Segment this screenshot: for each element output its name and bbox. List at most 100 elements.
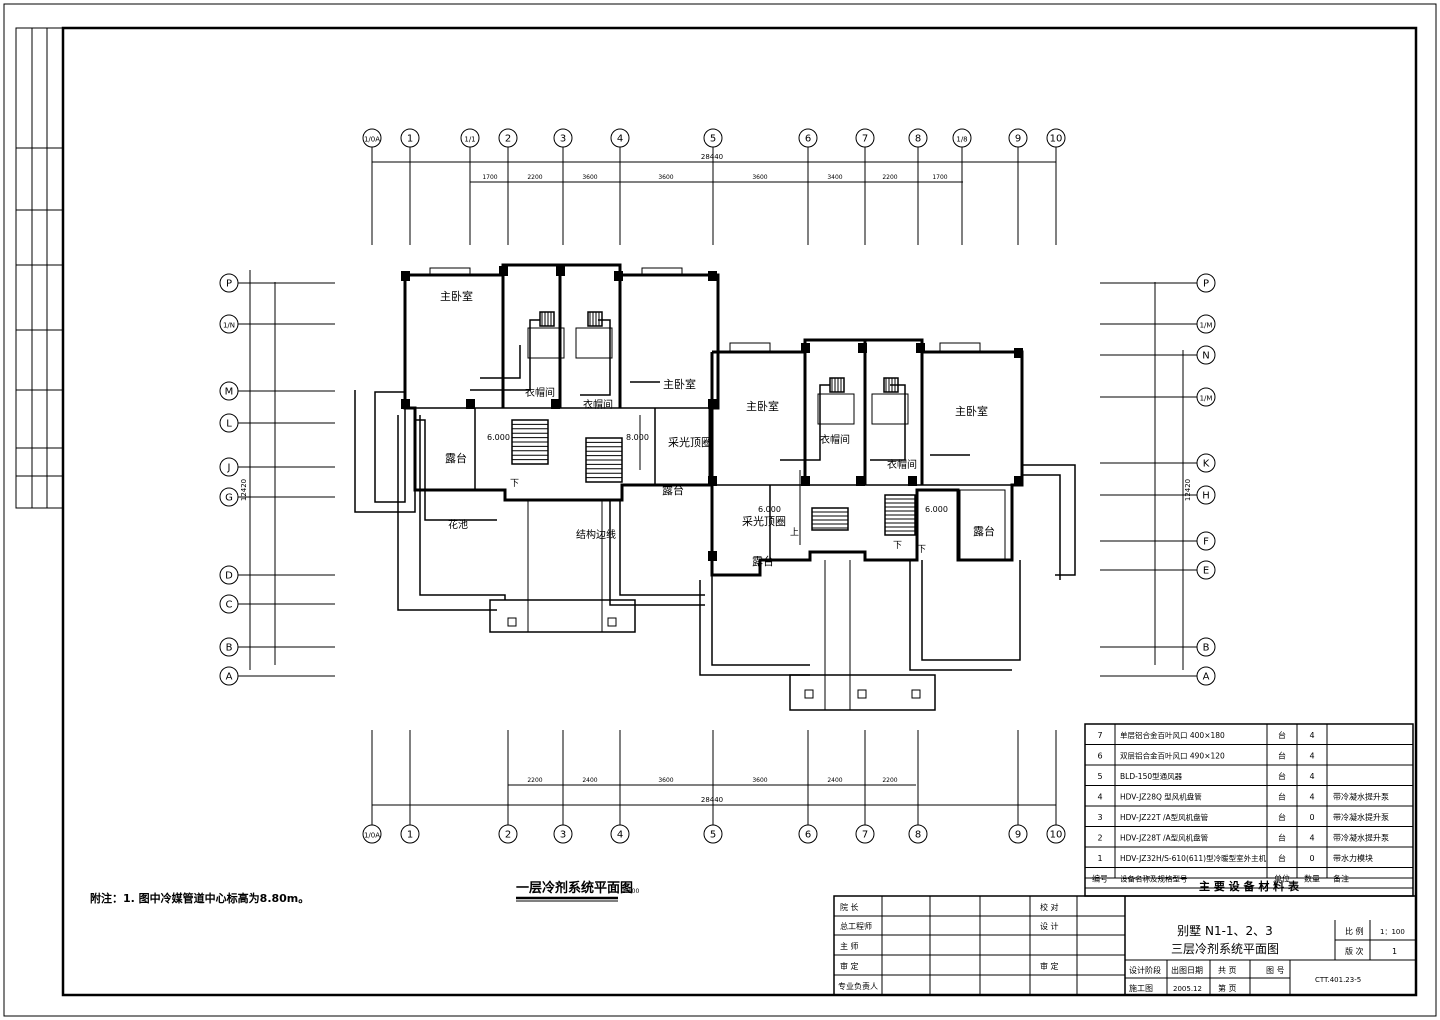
axis-bubble-bottom-label: 4 <box>617 830 623 841</box>
level-mark: 6.000 <box>758 505 781 514</box>
tb-label: 设 计 <box>1040 921 1059 931</box>
axis-bubble-top-label: 6 <box>805 134 811 145</box>
equipment-cell: 带冷凝水提升泵 <box>1333 812 1389 822</box>
equipment-header-cell: 数量 <box>1304 874 1320 884</box>
right-total-dim: 12420 <box>1184 479 1192 501</box>
axis-bubble-top-label: 4 <box>617 134 623 145</box>
column <box>856 476 865 486</box>
axis-bubble-bottom: 3 <box>553 824 573 844</box>
dim-segment: 2200 <box>882 777 897 784</box>
equipment-cell: 4 <box>1309 772 1314 781</box>
equipment-cell: 台 <box>1278 771 1286 781</box>
axis-bubble-right-label: E <box>1203 566 1209 577</box>
axis-bubble-left-label: B <box>226 643 233 654</box>
axis-bubble-bottom: 9 <box>1008 824 1028 844</box>
axis-bubble-top: 8 <box>908 128 928 148</box>
dim-segment: 3600 <box>658 777 673 784</box>
stair-down: 下 <box>893 541 902 551</box>
equipment-cell: 台 <box>1278 751 1286 761</box>
axis-bubble-left-label: A <box>226 672 233 683</box>
tb-label: 设计阶段 <box>1129 965 1161 975</box>
equipment-cell: 台 <box>1278 730 1286 740</box>
dim-segment: 3600 <box>658 174 673 181</box>
equipment-cell: 带冷凝水提升泵 <box>1333 833 1389 843</box>
axis-bubble-top-label: 10 <box>1050 134 1063 145</box>
axis-bubble-bottom-label: 1 <box>407 830 413 841</box>
axis-bubble-top-label: 1/1 <box>464 136 475 144</box>
axis-bubble-top-label: 7 <box>862 134 868 145</box>
room-master-bedroom: 主卧室 <box>440 289 473 303</box>
axis-bubble-top: 1/1 <box>460 128 480 148</box>
equipment-cell: 2 <box>1097 834 1102 843</box>
tb-label: 图 号 <box>1266 966 1285 975</box>
column <box>556 266 565 276</box>
axis-bubble-top: 7 <box>855 128 875 148</box>
room-cloakroom: 衣帽间 <box>525 386 555 399</box>
room-terrace: 露台 <box>973 524 995 538</box>
axis-bubble-right-label: 1/M <box>1200 322 1213 330</box>
dim-segment: 2200 <box>527 174 542 181</box>
column <box>401 271 410 281</box>
structural-columns <box>401 266 1023 561</box>
axis-bubble-left-label: C <box>226 600 233 611</box>
axis-bubble-left: C <box>219 594 239 614</box>
axis-bubble-top-label: 9 <box>1015 134 1021 145</box>
tb-label: 出图日期 <box>1171 965 1203 975</box>
column <box>708 551 717 561</box>
equipment-cell: 台 <box>1278 833 1286 843</box>
equipment-cell: 4 <box>1309 834 1314 843</box>
tb-label: 审 定 <box>840 961 859 971</box>
axis-bubble-left: B <box>219 637 239 657</box>
axis-bubble-right-label: 1/M <box>1200 395 1213 403</box>
scale-value: 1：100 <box>1380 928 1405 936</box>
dim-segment: 1700 <box>482 174 497 181</box>
axis-bubble-left: J <box>219 457 239 477</box>
axis-bubble-bottom: 7 <box>855 824 875 844</box>
dim-segment: 1700 <box>932 174 947 181</box>
column <box>916 343 925 353</box>
equipment-cell: 4 <box>1097 793 1102 802</box>
axis-bubble-right-label: F <box>1203 537 1209 548</box>
axis-bubble-right: A <box>1196 666 1216 686</box>
axis-bubble-left: M <box>219 381 239 401</box>
axis-bubble-top: 9 <box>1008 128 1028 148</box>
tb-label: 院 长 <box>840 902 859 912</box>
column <box>401 399 410 409</box>
tb-label: 主 师 <box>840 941 859 951</box>
equipment-cell: 0 <box>1309 813 1314 822</box>
outer-border <box>3 3 1437 1017</box>
dim-segment: 2200 <box>527 777 542 784</box>
column <box>551 399 560 409</box>
margin-strip <box>15 27 64 509</box>
equipment-cell: 6 <box>1097 752 1102 761</box>
refrigerant-pipes <box>470 319 970 545</box>
equipment-cell: 双层铝合金百叶风口 490×120 <box>1120 751 1225 761</box>
equipment-cell: 1 <box>1097 854 1102 863</box>
equipment-cell: 0 <box>1309 854 1314 863</box>
axis-bubble-left-label: J <box>227 463 231 474</box>
room-labels: 主卧室 主卧室 主卧室 主卧室 衣帽间 衣帽间 衣帽间 衣帽间 露台 露台 露台… <box>440 289 995 568</box>
axis-bubble-top: 3 <box>553 128 573 148</box>
axis-bubble-right: H <box>1196 485 1216 505</box>
dim-segment: 3400 <box>827 174 842 181</box>
axis-bubble-right: 1/M <box>1196 314 1216 334</box>
stair-down: 下 <box>917 545 926 555</box>
axis-bubble-right: P <box>1196 273 1216 293</box>
side-dimensions: 12420 12420 <box>240 270 1192 670</box>
fan-coil-unit <box>527 311 565 359</box>
level-marks: 6.000 8.000 6.000 6.000 <box>487 433 948 514</box>
inner-frame <box>61 26 1418 997</box>
column <box>858 343 867 353</box>
axis-bubble-left-label: D <box>225 571 233 582</box>
drawing-title: 一层冷剂系统平面图 <box>516 880 633 896</box>
tb-label: 审 定 <box>1040 961 1059 971</box>
fan-coil-unit <box>575 311 613 359</box>
axis-bubble-left-label: 1/N <box>223 322 235 330</box>
equipment-cell: 4 <box>1309 793 1314 802</box>
axis-bubble-right-label: A <box>1203 672 1210 683</box>
equipment-table-title: 主 要 设 备 材 料 表 <box>1199 879 1300 893</box>
